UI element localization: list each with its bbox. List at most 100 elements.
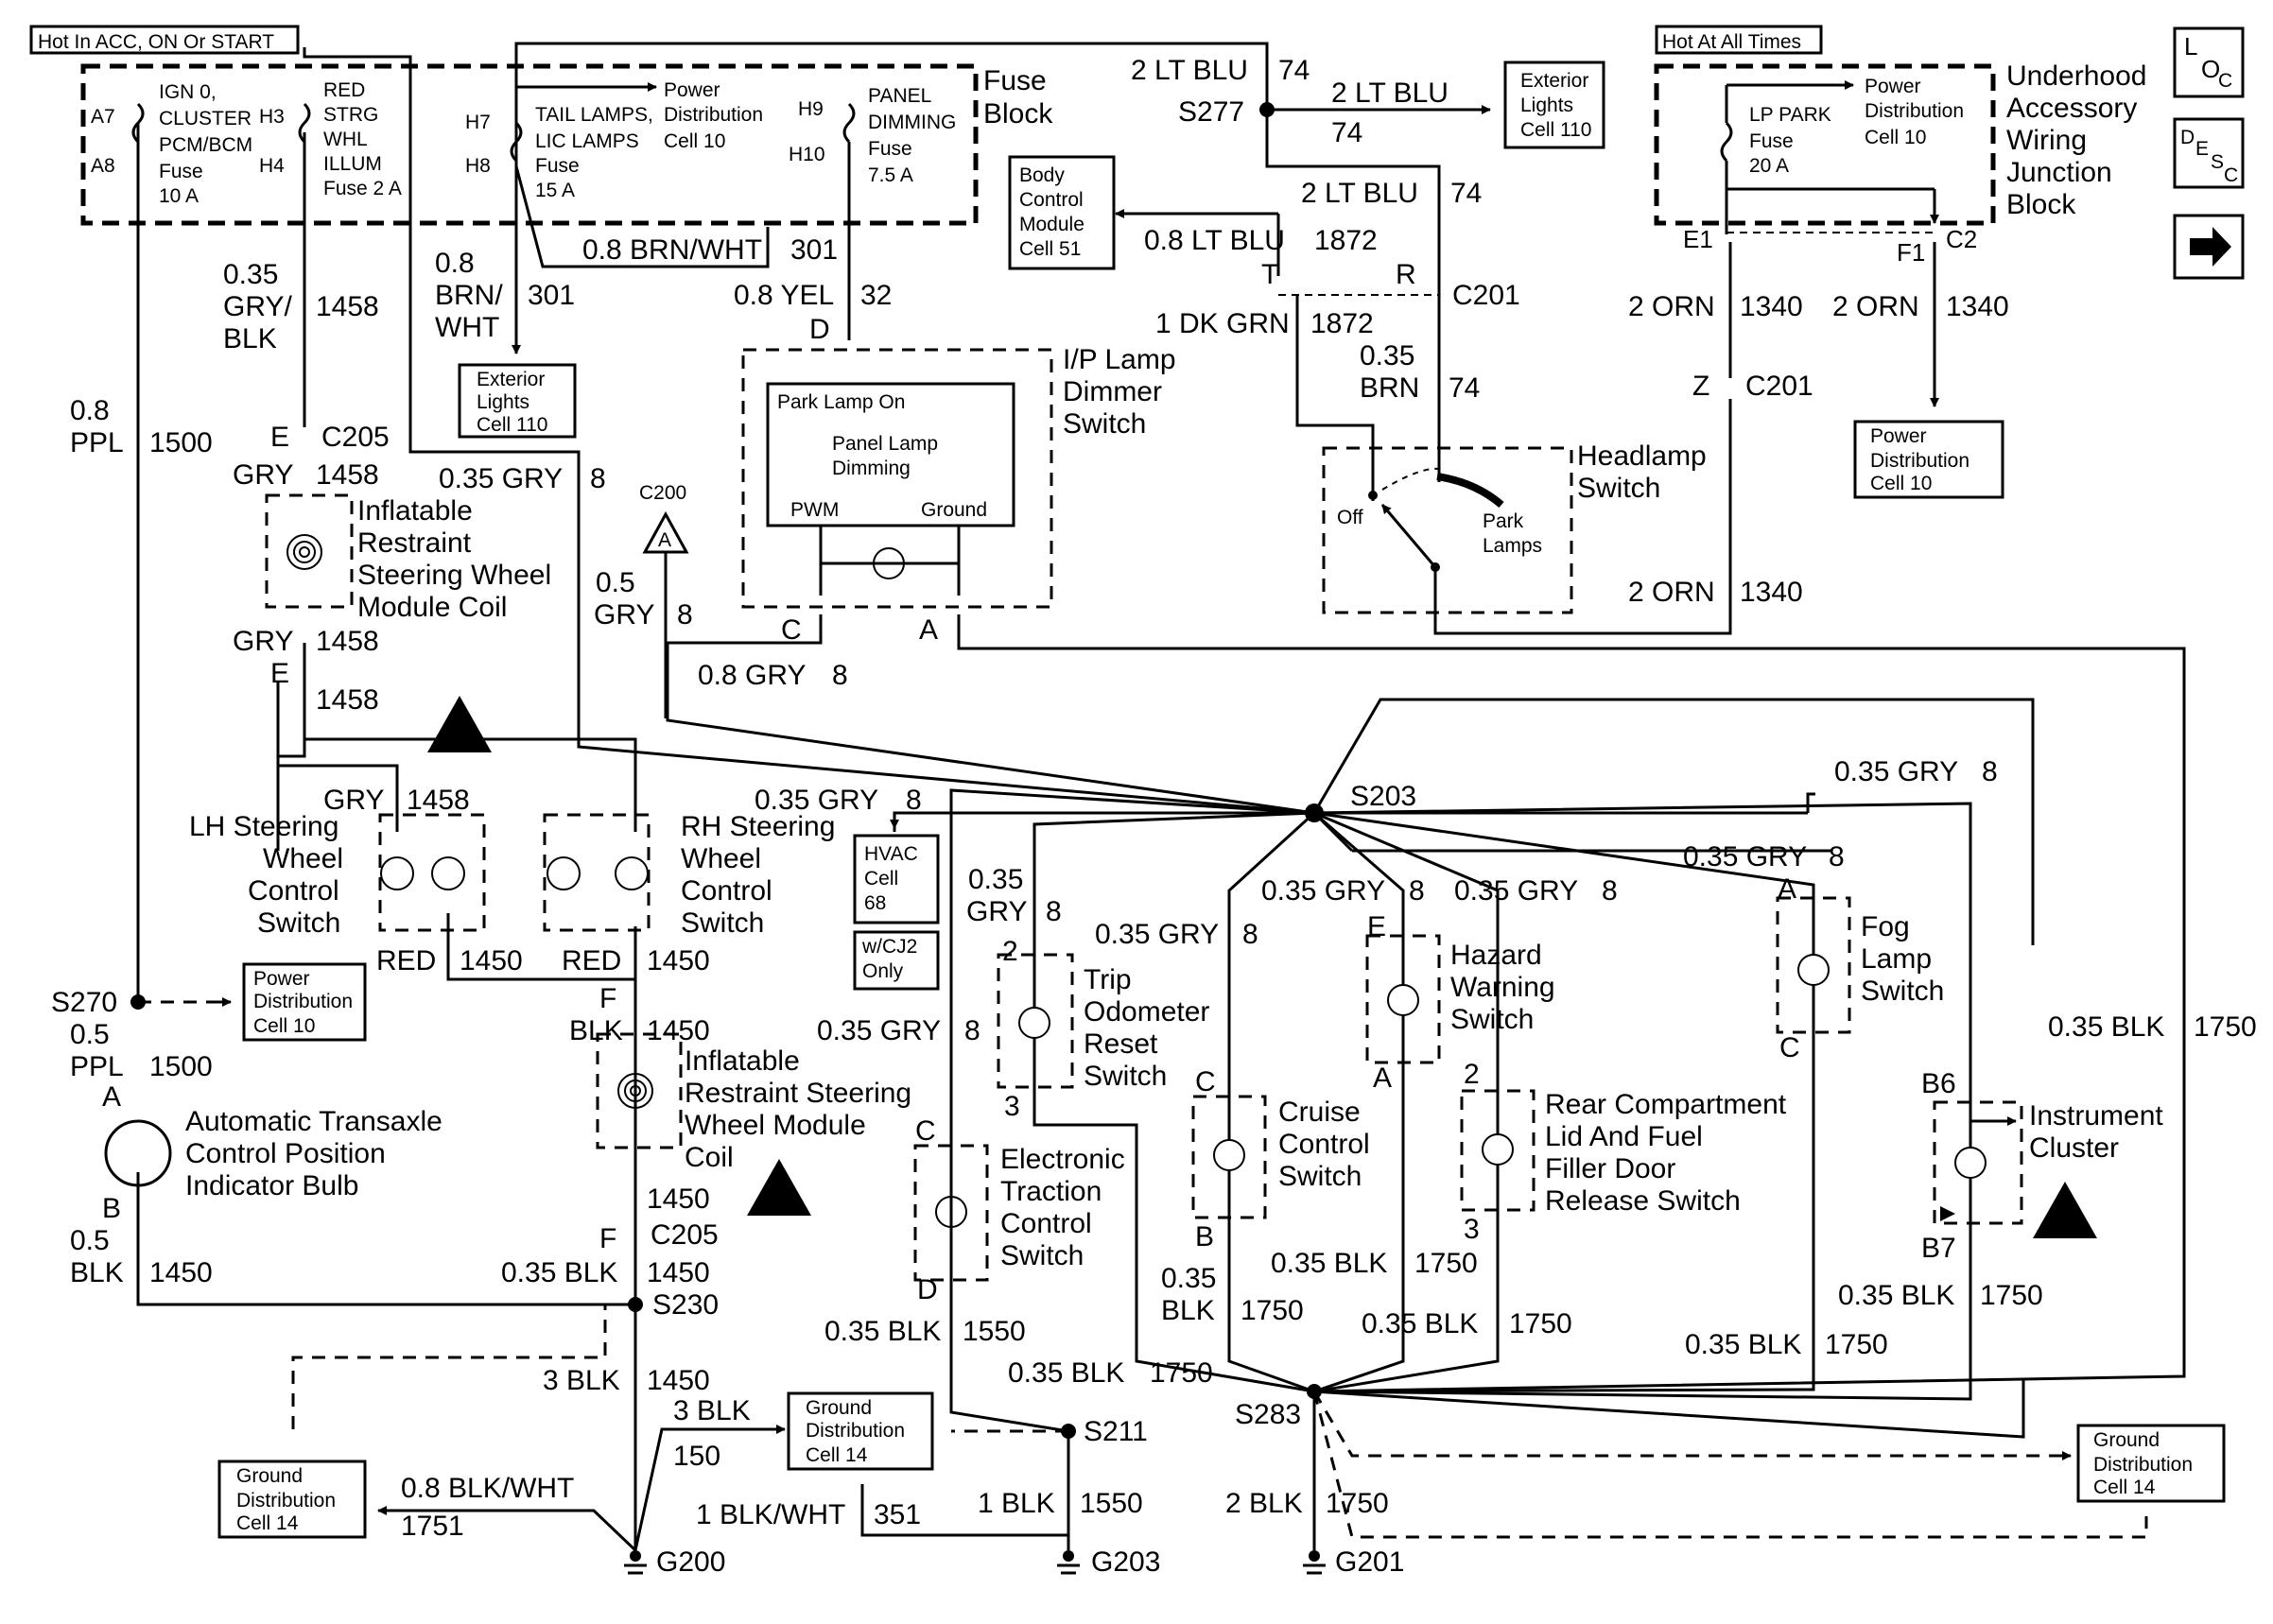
headlamp-title: Switch (1577, 473, 1660, 504)
svg-text:TAIL LAMPS,: TAIL LAMPS, (535, 104, 653, 126)
svg-text:2 LT BLU: 2 LT BLU (1301, 178, 1418, 209)
dimmer-title: Dimmer (1063, 376, 1162, 407)
svg-text:Only: Only (862, 960, 904, 982)
svg-text:3 BLK: 3 BLK (543, 1365, 620, 1396)
svg-text:Distribution: Distribution (1870, 450, 1969, 472)
svg-text:HVAC: HVAC (864, 843, 918, 865)
svg-text:B: B (1195, 1221, 1214, 1253)
ground-icon (1057, 1550, 1080, 1575)
irc-label: Module Coil (357, 592, 507, 623)
svg-text:1458: 1458 (316, 459, 379, 491)
svg-text:1450: 1450 (647, 1365, 710, 1396)
svg-text:BLK: BLK (569, 1015, 623, 1046)
esd-warning-icon (2033, 1182, 2097, 1238)
svg-text:Exterior: Exterior (1520, 70, 1588, 92)
etc-switch (913, 1144, 989, 1295)
svg-text:Distribution: Distribution (664, 104, 763, 126)
fog-label: Switch (1861, 976, 1944, 1007)
splice-label: S230 (652, 1289, 719, 1321)
svg-text:H10: H10 (789, 144, 825, 165)
svg-text:2 ORN: 2 ORN (1628, 577, 1715, 608)
wire-labels: 2 LT BLU 74 2 LT BLU 74 2 LT BLU 74 0.8 … (70, 55, 2257, 1542)
svg-text:8: 8 (1602, 875, 1618, 907)
svg-text:WHT: WHT (435, 312, 499, 343)
svg-text:Cell 10: Cell 10 (664, 130, 725, 152)
svg-text:Block: Block (983, 98, 1053, 130)
svg-text:0.8: 0.8 (435, 248, 475, 279)
etc-label: Electronic (1000, 1144, 1125, 1175)
bcm-ref[interactable]: Body Control Module Cell 51 (1008, 155, 1116, 270)
svg-text:C: C (915, 1115, 936, 1147)
svg-text:Underhood: Underhood (2006, 60, 2146, 92)
ground-dist-ref-1[interactable]: Ground Distribution Cell 14 (217, 1460, 367, 1539)
svg-text:A8: A8 (91, 155, 115, 177)
svg-text:Power: Power (664, 79, 720, 101)
connector-label: C201 (1745, 371, 1813, 402)
svg-text:F1: F1 (1897, 238, 1925, 267)
instrument-cluster (1933, 1087, 2023, 1248)
svg-text:Ground: Ground (806, 1397, 872, 1419)
svg-text:74: 74 (1278, 55, 1310, 86)
desc-button[interactable]: D E S C (2173, 117, 2245, 189)
svg-text:A: A (102, 1081, 121, 1113)
svg-text:0.35 GRY: 0.35 GRY (439, 463, 563, 494)
svg-text:8: 8 (1829, 841, 1845, 872)
svg-text:1751: 1751 (401, 1511, 464, 1542)
svg-text:3: 3 (1464, 1214, 1480, 1245)
svg-text:C2: C2 (1946, 225, 1977, 253)
power-dist-s270-ref[interactable]: Power Distribution Cell 10 (242, 962, 367, 1042)
rh-label: Control (681, 875, 772, 907)
exterior-lights-ref-1[interactable]: Exterior Lights Cell 110 (1503, 60, 1605, 149)
svg-text:Fuse: Fuse (535, 155, 580, 177)
svg-text:74: 74 (1450, 178, 1482, 209)
svg-text:0.35 BLK: 0.35 BLK (1838, 1280, 1954, 1311)
connector-label: C200 (639, 482, 686, 504)
rear-label: Filler Door (1545, 1153, 1675, 1184)
svg-text:Hot At All Times: Hot At All Times (1662, 31, 1801, 53)
rear-compartment-switch (1460, 1059, 1536, 1248)
svg-text:351: 351 (874, 1499, 921, 1530)
svg-text:1450: 1450 (647, 1015, 710, 1046)
svg-text:Body: Body (1019, 164, 1065, 186)
dimmer-title: I/P Lamp (1063, 344, 1176, 375)
loc-button[interactable]: L O C (2173, 26, 2245, 98)
svg-text:E1: E1 (1683, 225, 1713, 253)
atx-label: Control Position (185, 1138, 386, 1169)
svg-text:74: 74 (1449, 372, 1480, 404)
svg-text:BRN/: BRN/ (435, 280, 503, 311)
svg-text:1458: 1458 (316, 291, 379, 322)
cruise-label: Cruise (1278, 1097, 1361, 1128)
svg-text:H8: H8 (465, 155, 491, 177)
svg-text:Cell 110: Cell 110 (477, 414, 548, 436)
atx-label: Automatic Transaxle (185, 1106, 442, 1137)
svg-text:Distribution: Distribution (1865, 100, 1964, 122)
svg-text:Distribution: Distribution (236, 1490, 336, 1512)
svg-text:A: A (1373, 1063, 1392, 1094)
ground-dist-ref-3[interactable]: Ground Distribution Cell 14 (2076, 1424, 2226, 1503)
svg-text:D: D (809, 314, 830, 345)
arrow-right-icon[interactable] (2173, 214, 2245, 280)
svg-text:A: A (919, 614, 938, 646)
hvac-ref[interactable]: HVAC Cell 68 (853, 834, 940, 924)
power-dist-ref[interactable]: Power Distribution Cell 10 (1853, 420, 2004, 499)
svg-text:H3: H3 (259, 106, 285, 128)
svg-text:Block: Block (2006, 189, 2076, 220)
svg-text:10 A: 10 A (159, 185, 199, 207)
airbag-warning-icon (747, 1159, 811, 1216)
svg-text:CLUSTER: CLUSTER (159, 108, 252, 130)
svg-text:C: C (1779, 1032, 1800, 1063)
lh-label: Switch (257, 907, 340, 939)
svg-text:BLK: BLK (70, 1257, 124, 1288)
svg-text:Ground: Ground (236, 1465, 303, 1487)
svg-text:0.8 GRY: 0.8 GRY (698, 660, 807, 691)
ic-label: Instrument (2029, 1100, 2163, 1132)
trip-label: Trip (1084, 964, 1132, 995)
svg-text:2 ORN: 2 ORN (1628, 291, 1715, 322)
svg-text:w/CJ2: w/CJ2 (861, 936, 917, 958)
fog-label: Lamp (1861, 943, 1932, 975)
svg-text:S: S (2211, 151, 2224, 173)
svg-text:Fuse: Fuse (983, 65, 1047, 96)
splice-label: S203 (1350, 781, 1416, 812)
exterior-lights-ref-2[interactable]: Exterior Lights Cell 110 (458, 363, 577, 439)
ground-dist-ref-2[interactable]: Ground Distribution Cell 14 (787, 1391, 934, 1471)
